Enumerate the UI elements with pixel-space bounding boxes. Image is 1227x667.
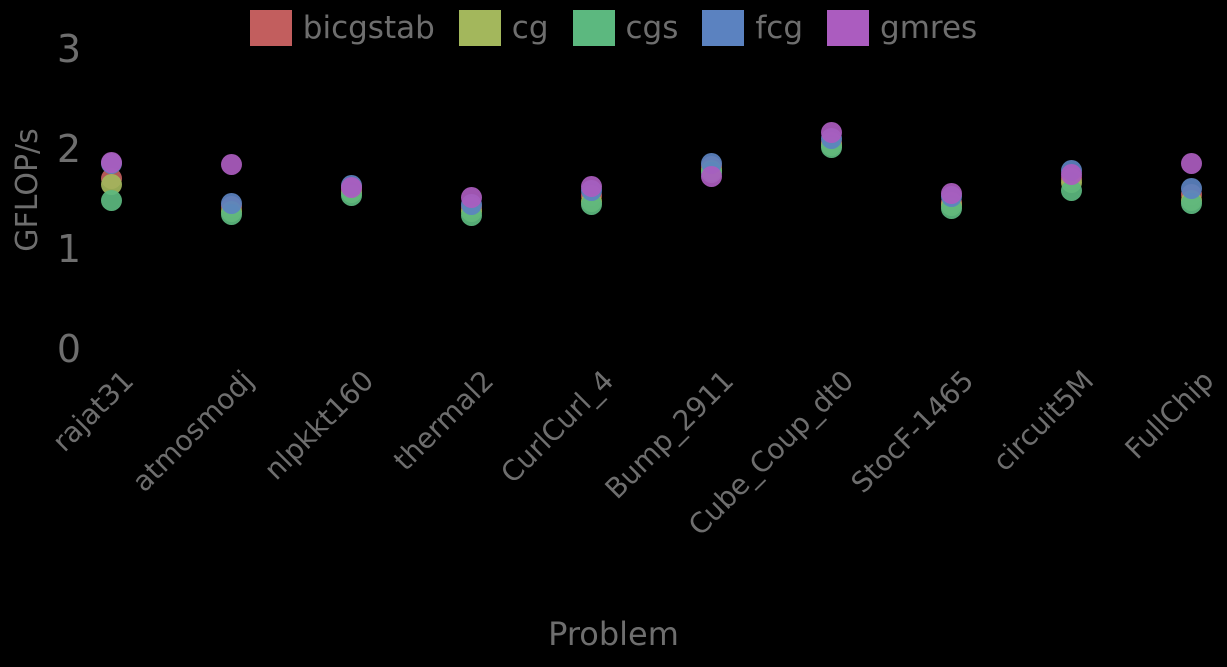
y-axis-title: GFLOP/s bbox=[10, 128, 45, 252]
data-point-gmres-thermal2[interactable] bbox=[461, 187, 482, 208]
legend-label-bicgstab: bicgstab bbox=[302, 9, 435, 46]
legend-entry-cgs[interactable]: cgs bbox=[572, 9, 679, 46]
x-axis-title: Problem bbox=[548, 615, 679, 653]
legend-label-gmres: gmres bbox=[880, 9, 978, 46]
data-point-gmres-circuit5M[interactable] bbox=[1061, 164, 1082, 185]
data-point-fcg-FullChip[interactable] bbox=[1181, 178, 1202, 199]
data-point-gmres-Cube_Coup_dt0[interactable] bbox=[821, 122, 842, 143]
data-point-gmres-FullChip[interactable] bbox=[1181, 153, 1202, 174]
data-point-gmres-nlpkkt160[interactable] bbox=[341, 177, 362, 198]
data-point-cg-rajat31[interactable] bbox=[101, 174, 122, 195]
data-point-gmres-atmosmodj[interactable] bbox=[221, 154, 242, 175]
y-tick-label-3: 3 bbox=[56, 27, 81, 71]
legend-label-fcg: fcg bbox=[755, 9, 804, 46]
legend-swatch-bicgstab bbox=[249, 10, 292, 46]
legend-entry-gmres[interactable]: gmres bbox=[827, 10, 977, 46]
legend-label-cg: cg bbox=[511, 9, 549, 46]
legend-entry-fcg[interactable]: fcg bbox=[702, 10, 803, 46]
legend-swatch-cgs bbox=[572, 10, 615, 46]
chart-legend: bicgstab cg cgs fcg gmres bbox=[0, 0, 1227, 56]
legend-swatch-cg bbox=[458, 10, 501, 46]
legend-entry-bicgstab[interactable]: bicgstab bbox=[249, 9, 435, 46]
y-tick-label-1: 1 bbox=[56, 227, 81, 271]
data-point-gmres-Bump_2911[interactable] bbox=[701, 166, 722, 187]
legend-entry-cg[interactable]: cg bbox=[458, 9, 549, 46]
y-tick-label-2: 2 bbox=[56, 127, 81, 171]
legend-swatch-fcg bbox=[702, 10, 745, 46]
data-point-gmres-rajat31[interactable] bbox=[101, 152, 122, 173]
legend-swatch-gmres bbox=[827, 10, 870, 46]
y-tick-label-0: 0 bbox=[56, 327, 81, 371]
data-point-gmres-StocF-1465[interactable] bbox=[941, 183, 962, 204]
data-point-fcg-atmosmodj[interactable] bbox=[221, 193, 242, 214]
data-point-cgs-circuit5M[interactable] bbox=[1061, 180, 1082, 201]
data-point-gmres-CurlCurl_4[interactable] bbox=[581, 176, 602, 197]
legend-label-cgs: cgs bbox=[625, 9, 679, 46]
data-point-cgs-rajat31[interactable] bbox=[101, 190, 122, 211]
data-point-cgs-FullChip[interactable] bbox=[1181, 193, 1202, 214]
